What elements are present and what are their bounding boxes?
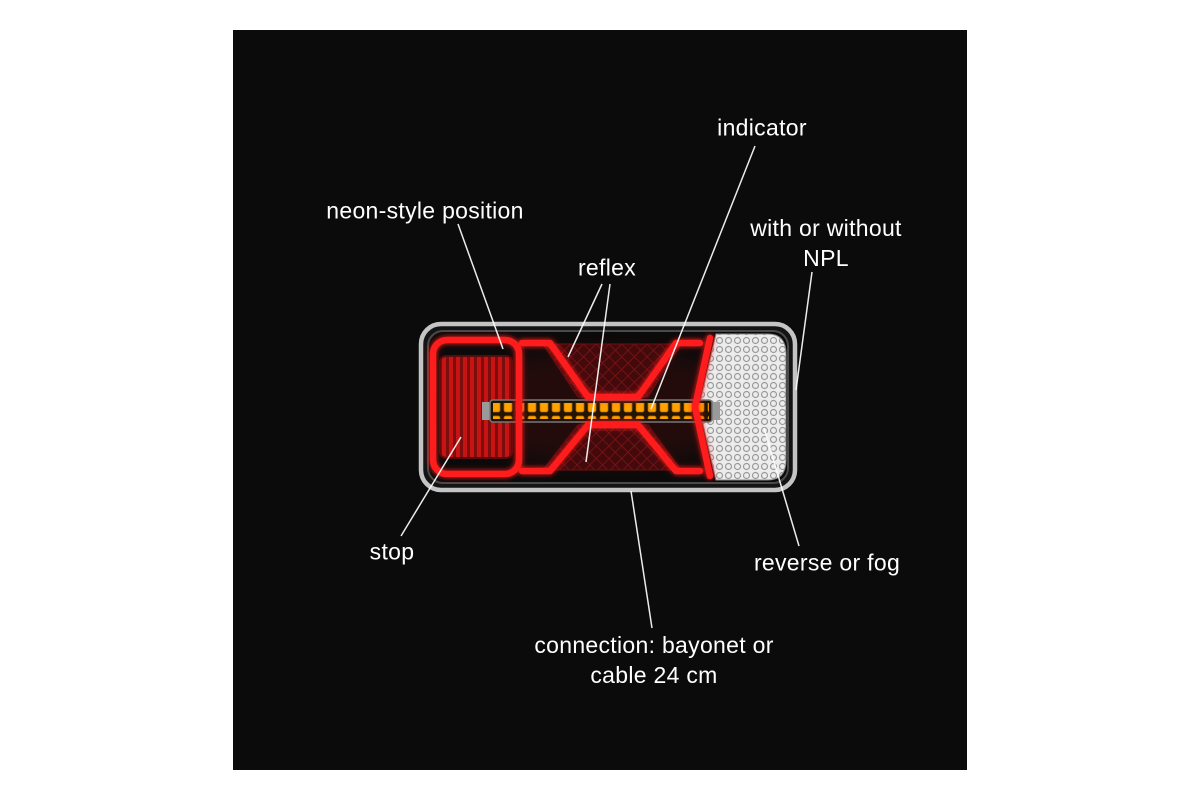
indicator-strip-endcap-left	[482, 402, 491, 420]
label-npl-line2: NPL	[803, 245, 849, 271]
label-with-or-without-npl: with or without NPL	[750, 213, 902, 273]
tail-lamp-illustration	[418, 321, 798, 493]
label-connection: connection: bayonet or cable 24 cm	[534, 630, 773, 690]
label-reverse-or-fog: reverse or fog	[753, 549, 901, 576]
label-neon-style-position: neon-style position	[326, 197, 524, 224]
label-reflex: reflex	[577, 254, 637, 281]
neon-tube-lower	[518, 421, 704, 475]
label-indicator: indicator	[717, 114, 807, 141]
label-connection-line1: connection: bayonet or	[534, 632, 774, 658]
label-npl-line1: with or without	[750, 215, 902, 241]
label-connection-line2: cable 24 cm	[590, 662, 718, 688]
indicator-strip-endcap-right	[711, 402, 720, 420]
indicator-led-cells	[493, 403, 709, 419]
label-stop: stop	[369, 538, 415, 565]
